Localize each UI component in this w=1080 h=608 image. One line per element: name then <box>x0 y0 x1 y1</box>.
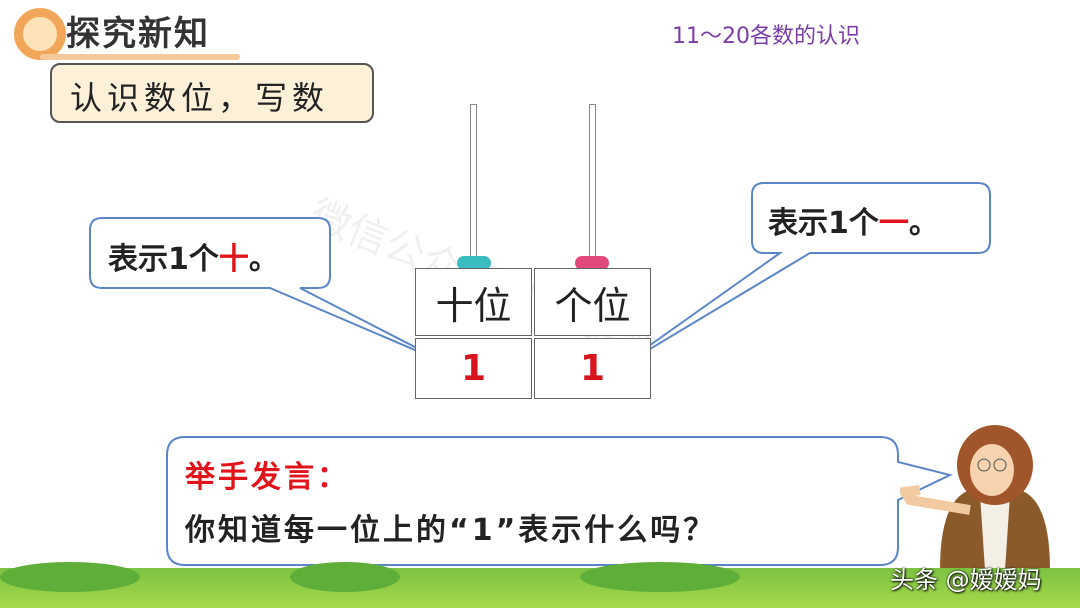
ones-rod <box>589 104 596 264</box>
left-bubble-text: 表示1个十。 <box>108 242 279 277</box>
tens-rod <box>470 104 477 264</box>
lesson-topic: 11～20各数的认识 <box>672 24 860 49</box>
bush <box>290 562 400 592</box>
ones-digit: 1 <box>534 338 651 399</box>
bush <box>0 562 140 592</box>
tens-digit: 1 <box>415 338 532 399</box>
teacher-illustration <box>900 425 1050 570</box>
tens-header: 十位 <box>415 268 532 336</box>
left-bubble <box>89 217 451 366</box>
title-underline <box>40 54 240 60</box>
bottom-bubble-question: 你知道每一位上的“1”表示什么吗？ <box>185 513 717 548</box>
ones-bead <box>575 256 609 270</box>
bush <box>580 562 740 592</box>
section-subtitle: 认识数位，写数 <box>50 63 374 123</box>
bottom-bubble <box>166 436 953 566</box>
ones-header: 个位 <box>534 268 651 336</box>
right-bubble-text: 表示1个一。 <box>768 206 939 241</box>
page-title: 探究新知 <box>66 14 210 54</box>
bottom-bubble-heading: 举手发言： <box>185 460 350 495</box>
tens-bead <box>457 256 491 270</box>
grass-ground <box>0 568 1080 608</box>
watermark-corner: 头条 @嫒嫒妈 <box>890 566 1042 594</box>
right-bubble <box>614 182 991 371</box>
